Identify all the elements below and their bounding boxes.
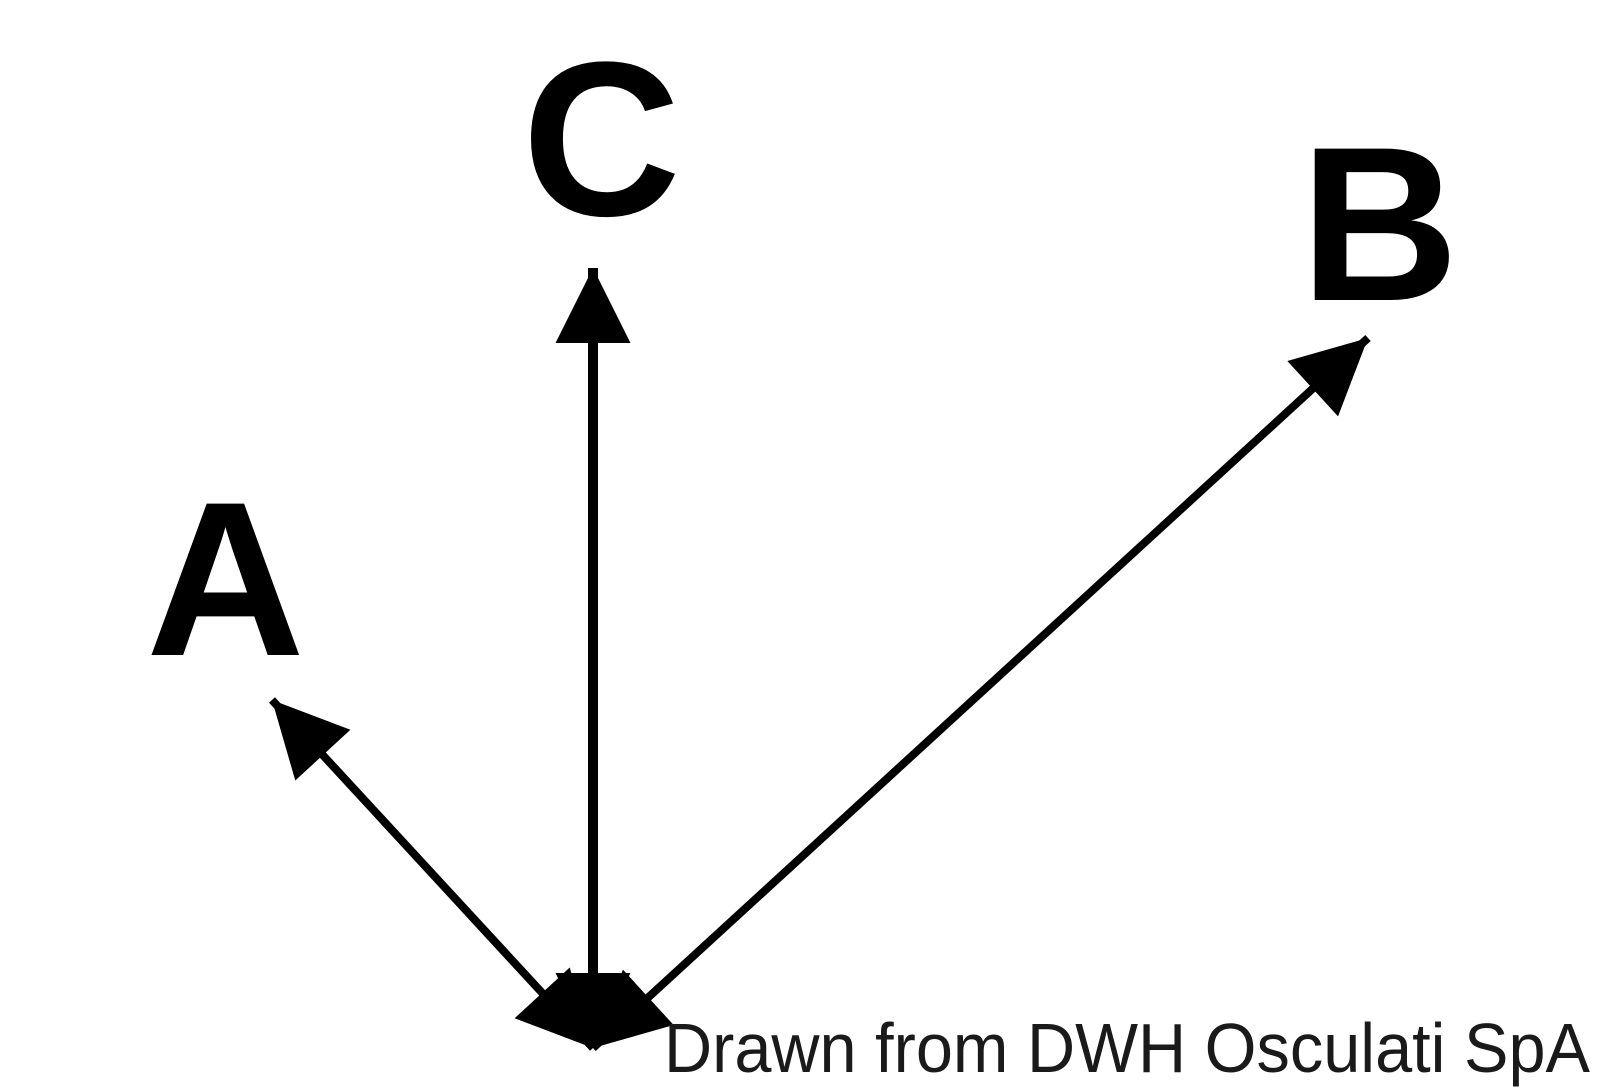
label-a: A [146, 456, 305, 702]
label-c: C [522, 16, 681, 262]
label-b: B [1300, 101, 1459, 347]
credit-text: Drawn from DWH Osculati SpA [664, 1009, 1590, 1087]
arrow-a [269, 697, 596, 1051]
arrow-b [590, 335, 1371, 1051]
